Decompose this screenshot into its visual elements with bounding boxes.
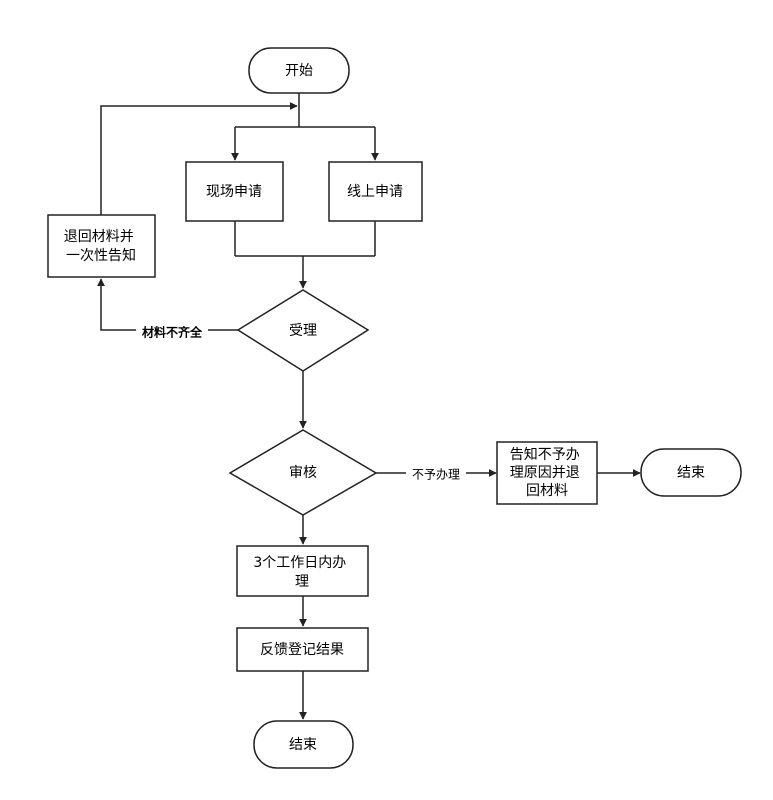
process-node [236, 545, 369, 597]
process-line-1: 3个工作日内办 [253, 555, 346, 571]
end-bottom-label: 结束 [289, 737, 317, 753]
end-right-node [640, 448, 742, 497]
process-line-2: 理 [295, 574, 309, 590]
online-apply-node [328, 161, 423, 222]
feedback-label: 反馈登记结果 [260, 642, 344, 658]
feedback-node [236, 627, 369, 672]
notify-rejection-line-3: 回材料 [526, 483, 568, 499]
return-materials-line-1: 退回材料并 [64, 229, 134, 245]
return-materials-label: 退回材料并 一次性告知 [64, 229, 138, 264]
notify-rejection-label: 告知不予办 理原因并退 回材料 [510, 446, 584, 499]
edge-accept-to-return [97, 278, 238, 331]
online-apply-label: 线上申请 [347, 184, 403, 200]
review-label: 审核 [289, 465, 317, 481]
return-materials-node [47, 214, 156, 278]
reject-edge-label: 不予办理 [412, 467, 460, 482]
incomplete-label-bg [136, 323, 208, 341]
end-bottom-node [253, 720, 354, 769]
edge-return-to-start [100, 102, 298, 215]
end-right-label: 结束 [677, 465, 705, 481]
onsite-apply-node [185, 161, 284, 222]
notify-rejection-line-1: 告知不予办 [510, 446, 580, 463]
start-node [248, 47, 350, 94]
return-materials-line-2: 一次性告知 [66, 247, 136, 264]
review-decision-node [228, 429, 378, 516]
accept-label: 受理 [289, 323, 317, 339]
notify-rejection-line-2: 理原因并退 [510, 465, 580, 481]
notify-rejection-node [496, 441, 598, 505]
onsite-apply-label: 现场申请 [206, 184, 262, 200]
incomplete-edge-label: 材料不齐全 [141, 325, 203, 340]
process-label: 3个工作日内办 理 [253, 555, 350, 590]
start-label: 开始 [285, 63, 313, 79]
accept-decision-node [236, 289, 370, 372]
